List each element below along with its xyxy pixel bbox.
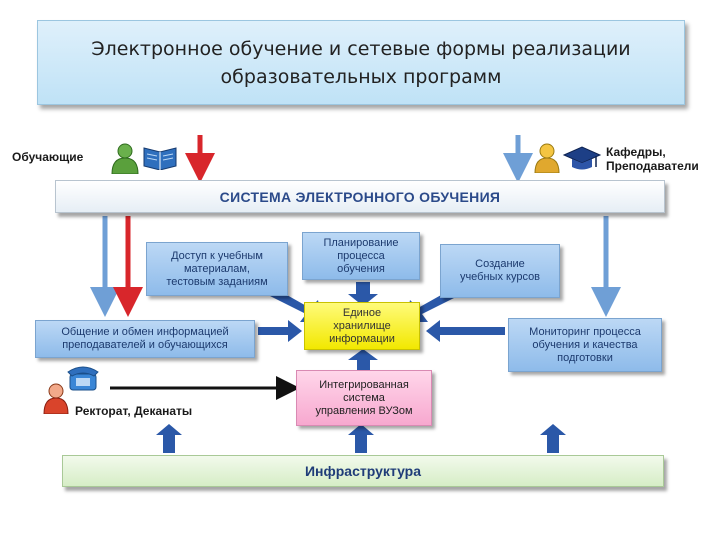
box-integrated-line-3: управления ВУЗом — [315, 404, 413, 417]
title-box: Электронное обучение и сетевые формы реа… — [37, 20, 685, 105]
infra-arrow-1 — [156, 424, 182, 453]
person-yellow-icon — [534, 143, 560, 173]
arrow-integrated-to-repo — [348, 349, 378, 370]
label-departments-line-2: Преподаватели — [606, 159, 699, 173]
arrow-monitor-to-repo — [426, 320, 505, 342]
box-integrated: Интегрированная система управления ВУЗом — [296, 370, 432, 426]
title-line-2: образовательных программ — [220, 65, 502, 88]
label-departments-line-1: Кафедры, — [606, 145, 666, 159]
box-courses: Создание учебных курсов — [440, 244, 560, 298]
box-repository: Единое хранилище информации — [304, 302, 420, 350]
box-repository-line-2: хранилище — [333, 319, 391, 332]
box-communication: Общение и обмен информацией преподавател… — [35, 320, 255, 358]
arrow-planning-to-repo — [348, 282, 378, 306]
infra-arrow-3 — [540, 424, 566, 453]
box-planning-line-1: Планирование — [323, 236, 399, 249]
box-access-line-2: материалам, — [183, 262, 250, 275]
arrow-courses-to-repo — [406, 290, 470, 322]
infra-arrow-2 — [348, 424, 374, 453]
person-green-icon — [111, 143, 139, 174]
graduation-cap-icon — [562, 146, 602, 170]
box-repository-line-3: информации — [329, 332, 395, 345]
box-communication-line-1: Общение и обмен информацией — [61, 326, 229, 338]
box-monitoring-line-1: Мониторинг процесса — [529, 325, 641, 338]
telephone-icon — [67, 366, 99, 391]
person-red-icon — [43, 383, 69, 414]
book-icon — [143, 147, 177, 170]
box-monitoring: Мониторинг процесса обучения и качества … — [508, 318, 662, 372]
box-access: Доступ к учебным материалам, тестовым за… — [146, 242, 288, 296]
box-access-line-3: тестовым заданиям — [166, 275, 268, 288]
label-rectorate: Ректорат, Деканаты — [75, 404, 193, 418]
arrow-comm-to-repo — [258, 320, 302, 342]
box-communication-line-2: преподавателей и обучающихся — [62, 339, 228, 351]
box-monitoring-line-2: обучения и качества — [532, 338, 638, 351]
box-integrated-line-2: система — [343, 391, 385, 404]
infrastructure-bar: Инфраструктура — [62, 455, 664, 487]
box-planning-line-2: процесса — [337, 249, 385, 262]
box-courses-line-2: учебных курсов — [459, 271, 541, 283]
box-planning: Планирование процесса обучения — [302, 232, 420, 280]
box-planning-line-3: обучения — [337, 262, 385, 275]
label-learners: Обучающие — [12, 150, 84, 164]
label-departments: Кафедры, Преподаватели — [606, 145, 699, 173]
box-integrated-line-1: Интегрированная — [319, 378, 409, 391]
box-monitoring-line-3: подготовки — [557, 351, 613, 364]
system-bar: СИСТЕМА ЭЛЕКТРОННОГО ОБУЧЕНИЯ — [55, 180, 665, 213]
box-repository-line-1: Единое — [342, 306, 382, 319]
title-line-1: Электронное обучение и сетевые формы реа… — [91, 37, 631, 60]
box-access-line-1: Доступ к учебным — [171, 249, 263, 262]
box-courses-line-1: Создание — [475, 258, 525, 270]
